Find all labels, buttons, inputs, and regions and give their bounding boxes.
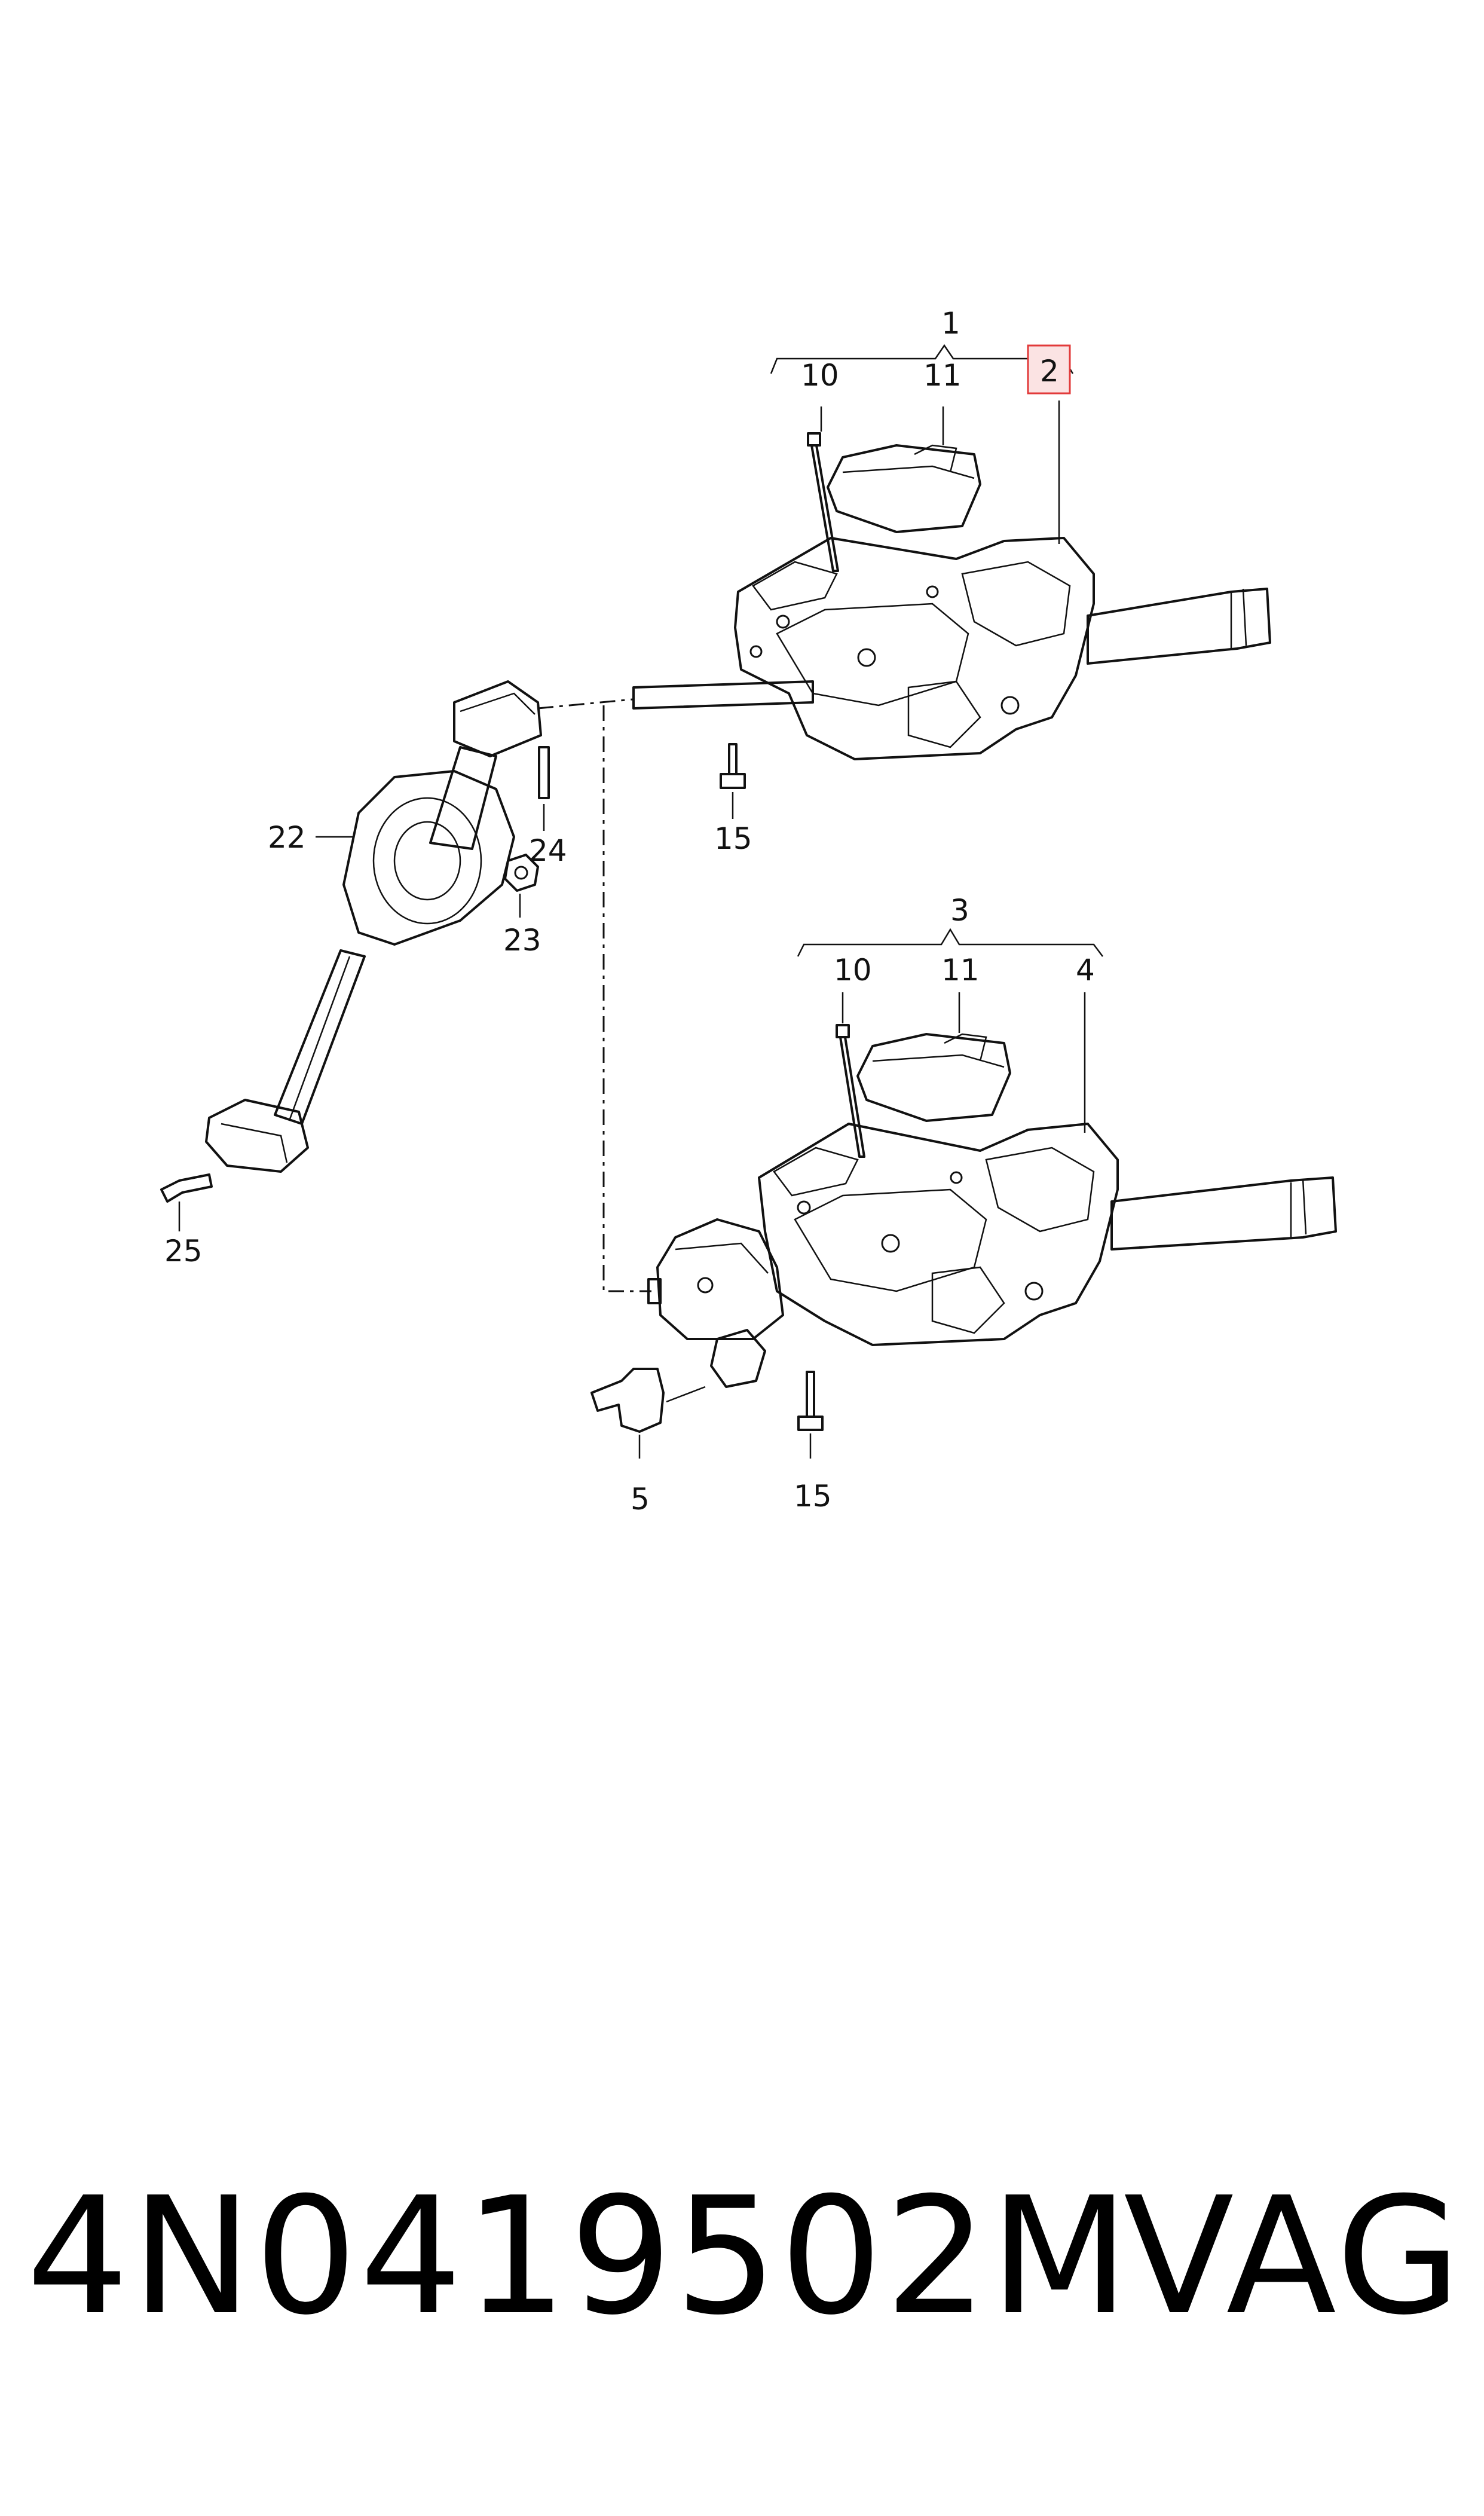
callout-11-upper: 11 [923,358,962,393]
callout-3: 3 [950,893,969,928]
part-number: 4N0419502M [26,2162,1132,2350]
callout-22: 22 [268,820,306,855]
callout-10-upper: 10 [801,358,839,393]
assembly-line-upper [537,698,633,710]
upper-steering-column-assembly: 1 2 10 11 15 [632,306,1271,856]
callout-23: 23 [503,923,541,958]
callout-15-upper: 15 [714,821,752,856]
callout-2[interactable]: 2 [1040,354,1059,389]
callout-11-lower: 11 [941,953,980,988]
callout-5: 5 [631,1482,650,1517]
callout-25: 25 [164,1234,203,1268]
highlight-box-callout-2 [1027,344,1071,395]
assembly-line-vertical [602,705,651,1292]
callout-24: 24 [529,833,567,868]
intermediate-steering-shaft: 22 24 23 25 [160,680,567,1268]
callout-15-lower: 15 [794,1479,832,1514]
callout-1: 1 [941,306,960,341]
lower-steering-column-assembly: 3 10 11 4 5 15 [590,893,1337,1517]
callout-10-lower: 10 [834,953,872,988]
callout-4: 4 [1076,953,1095,988]
footer: 4N0419502M VAG [0,2140,1484,2379]
brand-name: VAG [1124,2162,1464,2350]
